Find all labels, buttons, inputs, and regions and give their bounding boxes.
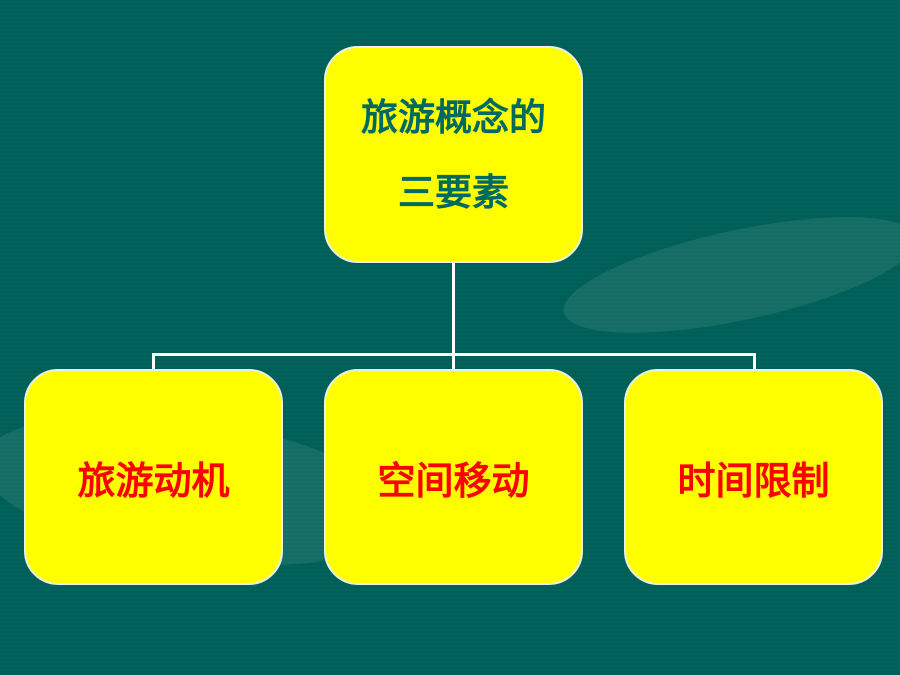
child-node-motivation: 旅游动机 (24, 369, 283, 585)
root-node-line1: 旅游概念的 (361, 95, 546, 139)
connector-right (753, 353, 756, 370)
connector-root-vertical (452, 262, 455, 370)
root-node: 旅游概念的 三要素 (324, 46, 583, 263)
connector-horizontal (152, 353, 756, 356)
child-node-spatial-movement: 空间移动 (324, 369, 583, 585)
child-node-label: 时间限制 (677, 458, 830, 503)
child-node-time-limit: 时间限制 (624, 369, 883, 585)
child-node-label: 旅游动机 (77, 458, 230, 503)
background-swoosh (554, 193, 900, 357)
root-node-line2: 三要素 (398, 170, 509, 214)
connector-left (152, 353, 155, 370)
child-node-label: 空间移动 (377, 458, 530, 503)
